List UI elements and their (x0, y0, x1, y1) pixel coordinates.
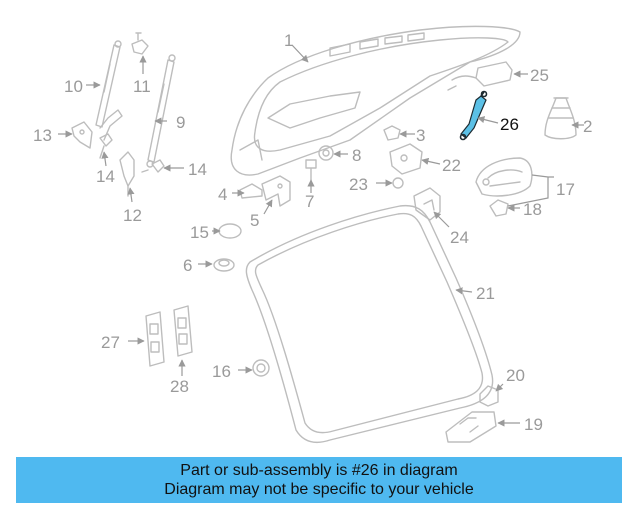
part-10-strut (95, 40, 123, 141)
part-17-handle (475, 157, 533, 197)
callout-3: 3 (416, 126, 425, 145)
callout-20: 20 (506, 366, 525, 385)
callout-17: 17 (556, 180, 575, 199)
callout-18: 18 (523, 200, 542, 219)
part-22-latch (389, 143, 423, 175)
callout-21: 21 (476, 284, 495, 303)
callout-15: 15 (190, 223, 209, 242)
part-7-bolt (305, 159, 317, 181)
callout-14a: 14 (96, 167, 115, 186)
part-13-bracket (71, 121, 93, 149)
callout-6: 6 (183, 256, 192, 275)
callout-24: 24 (450, 228, 469, 247)
part-23-clip (392, 177, 404, 189)
callout-7: 7 (305, 192, 314, 211)
part-18-switch (489, 199, 509, 217)
part-8-nut (318, 145, 334, 161)
callout-12: 12 (123, 206, 142, 225)
part-11-ball-stud (131, 32, 149, 55)
part-20-nut (479, 385, 499, 407)
callout-16: 16 (212, 362, 231, 381)
part-3-clip (383, 125, 401, 141)
part-25-connector (447, 61, 513, 91)
leader-lines (58, 44, 584, 427)
part-27-hinge-plate (145, 311, 165, 367)
parts-diagram: 1 2 3 4 5 6 7 8 9 10 11 12 13 14 14 15 1… (33, 25, 592, 444)
part-28-hinge-plate (173, 305, 193, 357)
callout-2: 2 (583, 117, 592, 136)
part-4-bracket (239, 183, 263, 199)
callout-23: 23 (349, 175, 368, 194)
part-21-weatherstrip (245, 204, 494, 444)
banner-line-2: Diagram may not be specific to your vehi… (164, 481, 474, 498)
callout-1: 1 (284, 31, 293, 50)
callout-27: 27 (101, 333, 120, 352)
callout-labels: 1 2 3 4 5 6 7 8 9 10 11 12 13 14 14 15 1… (33, 31, 592, 434)
part-12-ball-stud (119, 151, 135, 197)
part-1-liftgate (230, 25, 521, 176)
part-6-bumper (213, 258, 235, 272)
callout-13: 13 (33, 126, 52, 145)
part-19-striker (445, 411, 497, 443)
callout-28: 28 (170, 377, 189, 396)
callout-5: 5 (250, 211, 259, 230)
part-15-plug (218, 223, 242, 239)
callout-14b: 14 (188, 160, 207, 179)
callout-22: 22 (442, 156, 461, 175)
info-banner: Part or sub-assembly is #26 in diagram D… (16, 457, 622, 503)
part-5-hinge (261, 175, 291, 207)
callout-19: 19 (524, 415, 543, 434)
callout-4: 4 (218, 185, 227, 204)
banner-line-1: Part or sub-assembly is #26 in diagram (180, 462, 458, 479)
part-9-strut (146, 54, 176, 168)
callout-8: 8 (352, 146, 361, 165)
callout-25: 25 (530, 66, 549, 85)
callout-11: 11 (133, 77, 151, 96)
part-2-cap (544, 97, 577, 140)
callout-26: 26 (500, 115, 519, 134)
part-26-highlighted (459, 90, 488, 141)
callout-9: 9 (176, 113, 185, 132)
part-24-bracket (413, 187, 441, 221)
part-16-bumper (252, 359, 270, 377)
callout-10: 10 (64, 77, 83, 96)
